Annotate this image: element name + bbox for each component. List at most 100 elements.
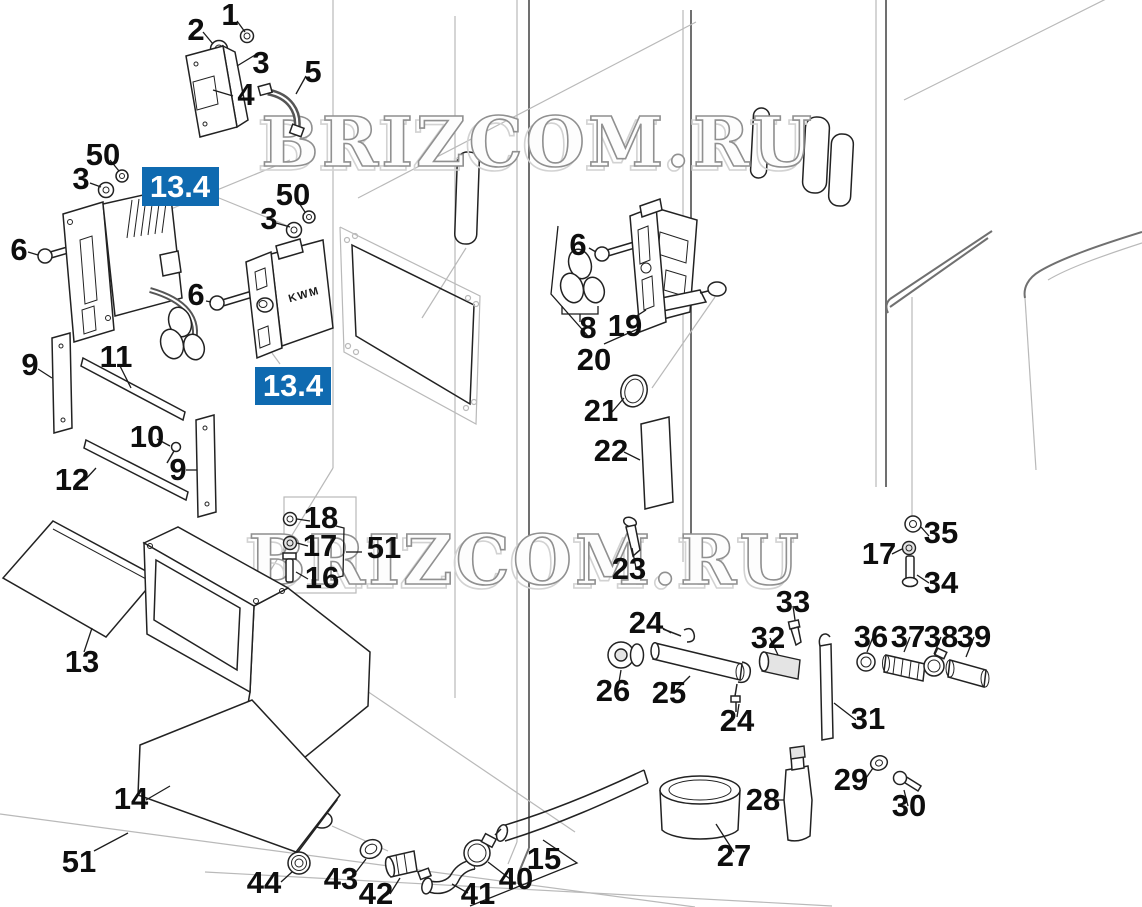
part-tray-14 [137, 699, 341, 853]
part-washer-50-kwm [302, 210, 316, 224]
part-clamp-40 [463, 828, 502, 867]
part-cap-26 [607, 641, 645, 669]
watermark-middle: BRIZCOM.RU BRIZCOM.RU [243, 520, 802, 606]
callout-12: 12 [55, 462, 89, 497]
part-tube-39 [945, 659, 990, 688]
part-faceplate-4 [185, 44, 249, 138]
callout-11: 11 [100, 339, 133, 374]
part-nut-17-right [901, 540, 917, 556]
section-badge-bottom[interactable]: 13.4 [255, 367, 331, 405]
leader-lines [27, 20, 975, 907]
callout-37: 37 [891, 619, 925, 654]
part-bolt-16 [282, 552, 297, 583]
callout-18: 18 [304, 500, 338, 535]
part-hose-15 [495, 769, 649, 842]
callout-27: 27 [717, 838, 751, 873]
callout-20: 20 [577, 342, 611, 377]
part-screw-23 [622, 516, 641, 558]
part-washer-3-kwm [285, 221, 303, 239]
callout-23: 23 [612, 551, 646, 586]
callout-8: 8 [579, 310, 596, 345]
part-tube-32 [758, 651, 801, 680]
callout-36: 36 [854, 619, 888, 654]
callout-51a: 51 [62, 844, 96, 879]
callout-50b: 50 [276, 177, 310, 212]
watermark-text: BRIZCOM.RU [248, 521, 802, 601]
part-bar-11 [80, 356, 186, 422]
callout-6a: 6 [10, 232, 27, 267]
part-screw-33 [787, 619, 802, 647]
callout-34: 34 [924, 565, 959, 600]
callout-29: 29 [834, 762, 868, 797]
part-washer-17-left [282, 535, 298, 551]
callout-labels: 1 2 3 4 5 50 3 6 50 3 6 9 11 10 9 12 13 … [10, 0, 991, 907]
callout-24a: 24 [629, 605, 664, 640]
part-elbow-41 [416, 859, 476, 895]
callout-42: 42 [359, 876, 393, 907]
callout-16: 16 [305, 560, 339, 595]
watermark-top: BRIZCOM.RU BRIZCOM.RU [256, 102, 815, 188]
part-sleeve-27 [659, 775, 741, 840]
watermark-text: BRIZCOM.RU [261, 103, 815, 183]
callout-14: 14 [114, 781, 149, 816]
part-hose-37 [882, 654, 926, 682]
coins-symbol-right [559, 248, 606, 304]
callout-24b: 24 [720, 703, 755, 738]
callout-50a: 50 [86, 137, 120, 172]
part-clamp-24-bottom [730, 661, 752, 712]
section-badge-label[interactable]: 13.4 [150, 169, 211, 204]
part-screw-10 [166, 441, 182, 464]
part-plate-22 [640, 416, 674, 510]
section-badge-rect[interactable] [255, 367, 331, 405]
callout-30: 30 [892, 788, 926, 823]
callout-10: 10 [130, 419, 164, 454]
callout-3c: 3 [260, 201, 277, 236]
section-badge-top[interactable]: 13.4 [142, 167, 219, 206]
part-coin-acceptor-unit [62, 188, 201, 355]
callout-31: 31 [851, 701, 885, 736]
part-bolt-30 [892, 770, 923, 793]
callout-17a: 17 [303, 528, 337, 563]
part-nut-1 [239, 28, 255, 44]
callout-35: 35 [924, 515, 958, 550]
watermark-shadow: BRIZCOM.RU [257, 107, 811, 187]
section-badge-label[interactable]: 13.4 [263, 368, 324, 403]
callout-51b: 51 [367, 530, 401, 565]
part-bolt-34 [901, 555, 919, 588]
callout-28: 28 [746, 782, 780, 817]
part-shapes: KWM [1, 28, 990, 895]
watermark-shadow: BRIZCOM.RU [244, 525, 798, 605]
part-washer-43 [359, 838, 383, 860]
callout-25: 25 [652, 675, 686, 710]
part-knob [699, 281, 727, 297]
part-pipe-25 [650, 642, 745, 681]
callout-43: 43 [324, 861, 358, 896]
callout-17b: 17 [862, 536, 896, 571]
callout-26: 26 [596, 673, 630, 708]
callout-40: 40 [499, 861, 533, 896]
callout-19: 19 [608, 308, 642, 343]
section-badge-rect[interactable] [142, 167, 219, 206]
callout-6c: 6 [569, 227, 586, 262]
coins-symbol-left [159, 306, 206, 361]
part-rail-9-left [51, 332, 73, 434]
part-gasket-21 [620, 374, 648, 408]
part-bolt-6-kwm [209, 290, 254, 311]
part-washer-29 [869, 755, 889, 771]
callout-3b: 3 [72, 161, 89, 196]
part-rail-9-right [195, 414, 217, 518]
callout-32: 32 [751, 620, 785, 655]
callout-44: 44 [247, 865, 282, 900]
callout-13: 13 [65, 644, 99, 679]
callout-5: 5 [304, 54, 321, 89]
callout-38: 38 [924, 619, 958, 654]
part-kwm-panel: KWM [245, 238, 334, 360]
callout-9a: 9 [21, 347, 38, 382]
callout-21: 21 [584, 393, 618, 428]
part-mech-19 [629, 198, 708, 334]
brace-16-18 [334, 525, 345, 579]
callout-15: 15 [527, 841, 561, 876]
callout-39: 39 [957, 619, 991, 654]
part-strip-31 [818, 633, 834, 741]
callout-3a: 3 [252, 45, 269, 80]
